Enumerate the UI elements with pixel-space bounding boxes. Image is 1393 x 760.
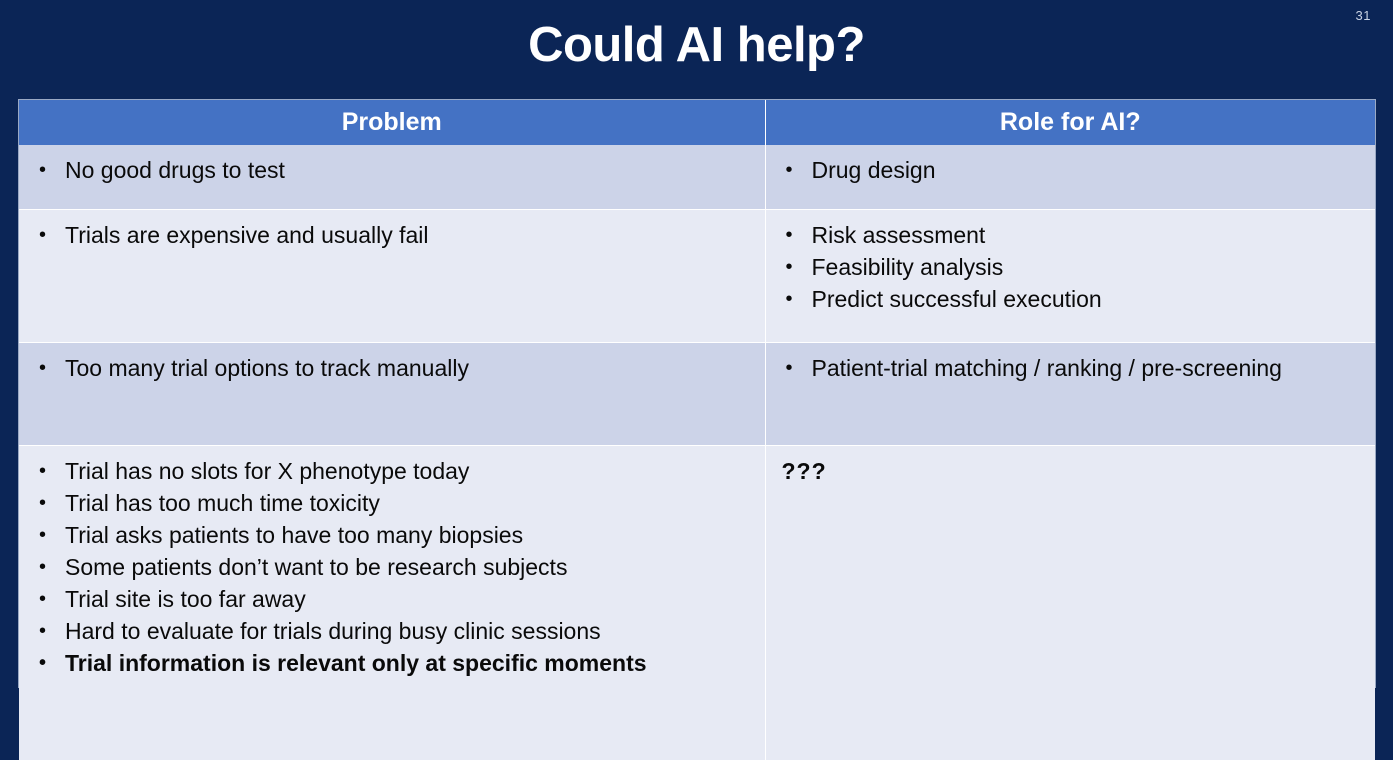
list-item: Some patients don’t want to be research …	[35, 551, 751, 583]
cell-problem: Too many trial options to track manually	[19, 343, 765, 446]
problem-bullet-list: No good drugs to test	[35, 154, 751, 186]
column-header-problem: Problem	[19, 100, 765, 145]
cell-role: Drug design	[765, 145, 1375, 210]
list-item: Trial site is too far away	[35, 583, 751, 615]
cell-problem: No good drugs to test	[19, 145, 765, 210]
problem-bullet-list: Trial has no slots for X phenotype today…	[35, 455, 751, 679]
column-header-role: Role for AI?	[765, 100, 1375, 145]
list-item: Feasibility analysis	[782, 251, 1362, 283]
list-item: Trial asks patients to have too many bio…	[35, 519, 751, 551]
page-title: Could AI help?	[0, 20, 1393, 71]
role-bullet-list: Drug design	[782, 154, 1362, 186]
problem-bullet-list: Too many trial options to track manually	[35, 352, 751, 384]
list-item: Trial information is relevant only at sp…	[35, 647, 751, 679]
role-unknown-text: ???	[782, 455, 1362, 487]
cell-problem: Trial has no slots for X phenotype today…	[19, 446, 765, 760]
table-body: No good drugs to test Drug design Trials…	[19, 145, 1375, 760]
table-row: No good drugs to test Drug design	[19, 145, 1375, 210]
list-item: No good drugs to test	[35, 154, 751, 186]
role-bullet-list: Patient-trial matching / ranking / pre-s…	[782, 352, 1362, 384]
list-item: Predict successful execution	[782, 283, 1362, 315]
cell-role: Risk assessment Feasibility analysis Pre…	[765, 210, 1375, 343]
table-row: Trial has no slots for X phenotype today…	[19, 446, 1375, 760]
table-row: Too many trial options to track manually…	[19, 343, 1375, 446]
problem-role-table: Problem Role for AI? No good drugs to te…	[18, 99, 1376, 688]
cell-role: ???	[765, 446, 1375, 760]
list-item: Risk assessment	[782, 219, 1362, 251]
list-item: Drug design	[782, 154, 1362, 186]
list-item: Patient-trial matching / ranking / pre-s…	[782, 352, 1362, 384]
list-item: Trial has too much time toxicity	[35, 487, 751, 519]
role-bullet-list: Risk assessment Feasibility analysis Pre…	[782, 219, 1362, 315]
problem-bullet-list: Trials are expensive and usually fail	[35, 219, 751, 251]
list-item: Hard to evaluate for trials during busy …	[35, 615, 751, 647]
list-item: Trial has no slots for X phenotype today	[35, 455, 751, 487]
cell-role: Patient-trial matching / ranking / pre-s…	[765, 343, 1375, 446]
list-item: Too many trial options to track manually	[35, 352, 751, 384]
table-header-row: Problem Role for AI?	[19, 100, 1375, 145]
cell-problem: Trials are expensive and usually fail	[19, 210, 765, 343]
list-item: Trials are expensive and usually fail	[35, 219, 751, 251]
table-row: Trials are expensive and usually fail Ri…	[19, 210, 1375, 343]
